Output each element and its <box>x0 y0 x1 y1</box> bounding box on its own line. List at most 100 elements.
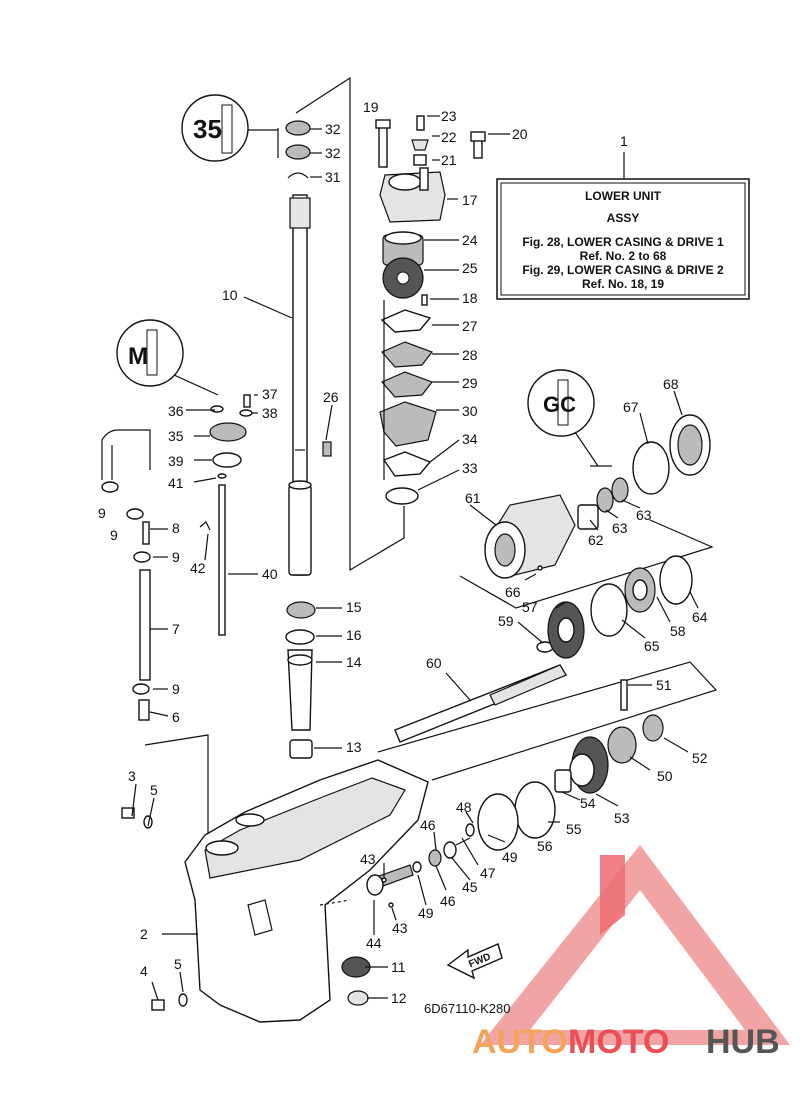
info-box: 1 LOWER UNIT ASSY Fig. 28, LOWER CASING … <box>496 133 750 300</box>
water-tube-group <box>101 429 151 721</box>
callout-2: 2 <box>140 926 148 942</box>
callout-5: 5 <box>150 782 158 798</box>
callout-49: 49 <box>418 905 434 921</box>
info-box-ref: 1 <box>620 133 628 149</box>
info-box-line6: Ref. No. 18, 19 <box>582 277 664 291</box>
callout-25: 25 <box>462 260 478 276</box>
grease-icon: 35 <box>181 94 279 162</box>
callout-9: 9 <box>172 681 180 697</box>
callout-6: 6 <box>172 709 180 725</box>
callout-9: 9 <box>110 527 118 543</box>
callout-11: 11 <box>391 959 406 975</box>
callout-67: 67 <box>623 399 639 415</box>
callout-61: 61 <box>465 490 481 506</box>
callout-26: 26 <box>323 389 339 405</box>
propeller-shaft <box>394 641 568 743</box>
callout-41: 41 <box>168 475 184 491</box>
callout-labels: 32 32 31 19 23 22 20 21 17 24 25 18 27 2… <box>98 99 708 1006</box>
callout-20: 20 <box>512 126 528 142</box>
callout-56: 56 <box>537 838 553 854</box>
callout-66: 66 <box>505 584 521 600</box>
upper-seals <box>285 120 311 179</box>
callout-62: 62 <box>588 532 604 548</box>
callout-50: 50 <box>657 768 673 784</box>
callout-58: 58 <box>670 623 686 639</box>
callout-9: 9 <box>172 549 180 565</box>
callout-9: 9 <box>98 505 106 521</box>
callout-15: 15 <box>346 599 362 615</box>
shaft-bearings <box>285 601 316 759</box>
callout-48: 48 <box>456 799 472 815</box>
callout-51: 51 <box>656 677 672 693</box>
svg-text:35: 35 <box>193 114 222 144</box>
callout-54: 54 <box>580 795 596 811</box>
watermark-hub: HUB <box>706 1023 780 1061</box>
callout-59: 59 <box>498 613 514 629</box>
callout-28: 28 <box>462 347 478 363</box>
callout-10: 10 <box>222 287 238 303</box>
bearing-housing-seals <box>577 414 711 530</box>
callout-8: 8 <box>172 520 180 536</box>
callout-32: 32 <box>325 145 341 161</box>
callout-12: 12 <box>391 990 407 1006</box>
callout-37: 37 <box>262 386 278 402</box>
callout-63: 63 <box>612 520 628 536</box>
callout-40: 40 <box>262 566 278 582</box>
callout-18: 18 <box>462 290 478 306</box>
callout-65: 65 <box>644 638 660 654</box>
callout-39: 39 <box>168 453 184 469</box>
watermark-text: AUTO MOTO HUB <box>472 1023 780 1061</box>
callout-47: 47 <box>480 865 496 881</box>
callout-63: 63 <box>636 507 652 523</box>
callout-43: 43 <box>392 920 408 936</box>
callout-46: 46 <box>420 817 436 833</box>
callout-21: 21 <box>441 152 457 168</box>
callout-38: 38 <box>262 405 278 421</box>
svg-text:M: M <box>128 343 148 370</box>
drawing-code: 6D67110-K280 <box>424 1001 511 1016</box>
reverse-gear-group <box>547 555 693 659</box>
callout-57: 57 <box>522 599 538 615</box>
callout-29: 29 <box>462 375 478 391</box>
callout-23: 23 <box>441 108 457 124</box>
callout-13: 13 <box>346 739 362 755</box>
callout-55: 55 <box>566 821 582 837</box>
callout-64: 64 <box>692 609 708 625</box>
callout-53: 53 <box>614 810 630 826</box>
callout-4: 4 <box>140 963 148 979</box>
callout-27: 27 <box>462 318 478 334</box>
forward-gear-group <box>477 679 664 851</box>
callout-35: 35 <box>168 428 184 444</box>
callout-24: 24 <box>462 232 478 248</box>
callout-43: 43 <box>360 851 376 867</box>
gear-oil-icon: GC <box>527 369 612 467</box>
callout-16: 16 <box>346 627 362 643</box>
svg-text:GC: GC <box>543 392 576 417</box>
lower-casing <box>184 759 429 1023</box>
info-box-line3: Fig. 28, LOWER CASING & DRIVE 1 <box>522 235 724 249</box>
callout-49: 49 <box>502 849 518 865</box>
shift-plunger-group <box>366 823 475 908</box>
casing-bolts <box>121 807 188 1011</box>
fwd-arrow: FWD <box>446 943 503 980</box>
callout-34: 34 <box>462 431 478 447</box>
water-pump-group <box>375 115 486 505</box>
callout-5: 5 <box>174 956 182 972</box>
info-box-line4: Ref. No. 2 to 68 <box>580 249 667 263</box>
callout-17: 17 <box>462 192 478 208</box>
callout-14: 14 <box>346 654 362 670</box>
callout-36: 36 <box>168 403 184 419</box>
watermark-auto: AUTO <box>472 1023 568 1061</box>
callout-32: 32 <box>325 121 341 137</box>
leader-lines <box>131 115 699 1001</box>
assembly-brackets <box>144 76 718 845</box>
callout-3: 3 <box>128 768 136 784</box>
pinion-nut-group <box>341 956 371 1006</box>
callout-45: 45 <box>462 879 478 895</box>
callout-46: 46 <box>440 893 456 909</box>
callout-68: 68 <box>663 376 679 392</box>
bearing-housing <box>484 494 576 579</box>
callout-30: 30 <box>462 403 478 419</box>
callout-52: 52 <box>692 750 708 766</box>
